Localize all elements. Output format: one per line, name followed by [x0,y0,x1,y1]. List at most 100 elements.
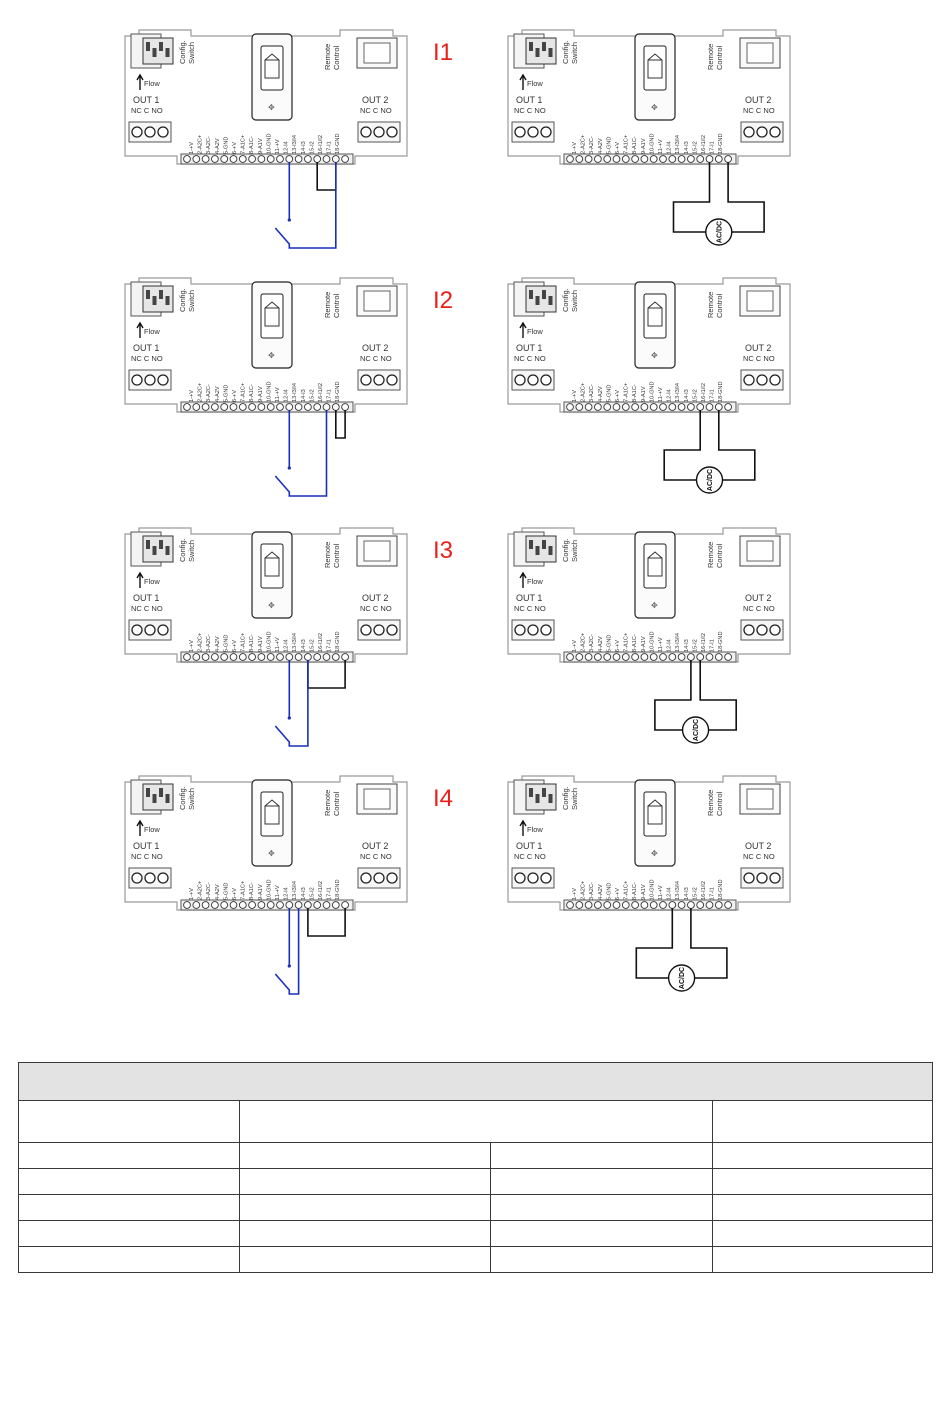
out2-contacts: NC C NO [360,106,392,115]
terminal-screw [705,155,714,163]
terminal-screw [285,653,294,661]
out2-contacts: NC C NO [743,852,775,861]
dip-switch-lever [165,794,170,803]
terminal-label: 2-A2C+ [198,135,204,154]
out2-label: OUT 2 [745,95,771,105]
config-switch-label: Switch [570,42,579,64]
config-switch-label: Switch [570,540,579,562]
terminal-label: 9-A1V [258,138,264,154]
out1-label: OUT 1 [133,343,159,353]
terminal-label: 14-I3 [301,639,307,652]
terminal-screw [201,653,210,661]
terminal-screw [238,653,247,661]
terminal-screw [294,155,303,163]
terminal-screw [313,403,322,411]
terminal-label: 5-GND [223,883,229,900]
flow-label: Flow [527,79,543,88]
switch-wire [274,660,309,747]
terminal-screw [257,653,266,661]
terminal-screw [331,155,340,163]
terminal-label: 2-A2C+ [198,383,204,402]
table-header-row [18,1100,933,1143]
flow-arrow-icon [136,571,144,588]
terminal-label: 9-A1V [641,138,647,154]
terminal-label: 3-A2C- [206,384,212,402]
flow-arrow-icon [136,73,144,90]
terminal-screw [257,403,266,411]
terminal-screw [276,403,284,411]
table-header-cell [18,1100,240,1143]
terminal-screw [659,653,667,661]
terminal-label: 2-A2C+ [198,633,204,652]
dip-switch-lever [146,290,150,299]
terminal-label: 16-I1/I2 [701,633,707,652]
table-cell [490,1194,713,1221]
remote-connector-port [363,42,391,64]
out2-contacts: NC C NO [743,106,775,115]
table-cell [239,1220,491,1247]
terminal-label: 5-GND [606,635,612,652]
remote-connector-port [746,788,774,810]
config-switch-label: Switch [187,788,196,810]
dip-switch-lever [159,540,163,549]
terminal-screw [211,155,219,163]
connector-slot [260,791,284,837]
terminal-screw [724,155,732,163]
terminal-screw [687,155,695,163]
terminal-screw [238,155,247,163]
sensor-label: AC/DC [716,221,723,243]
dip-switch-lever [529,290,533,299]
terminal-screw [621,155,630,163]
table-cell [712,1194,933,1221]
terminal-screw [714,901,723,909]
terminal-label: 15-I2 [309,389,315,402]
terminal-label: 10-GND [649,631,655,652]
config-switch-label: Config. [178,40,187,64]
out-terminal [144,624,156,636]
terminal-screw [229,653,238,661]
terminal-screw [266,901,275,909]
out1-label: OUT 1 [133,841,159,851]
terminal-screw [285,901,294,909]
terminal-label: 5-GND [223,137,229,154]
terminal-label: 11-+V [658,387,664,402]
out-terminal [131,374,143,386]
terminal-screw [584,155,593,163]
remote-control-label: Remote [323,542,332,568]
terminal-label: 13-I3/I4 [292,881,298,900]
terminal-screw [640,155,649,163]
out-terminal [756,126,768,138]
terminal-label: 4-A2V [215,884,221,900]
remote-control-label: Remote [706,542,715,568]
terminal-label: 6-+V [615,640,621,652]
terminal-screw [612,155,621,163]
out-terminal [131,624,143,636]
out-terminal [743,872,755,884]
out-terminal [360,624,372,636]
connector-slot [260,45,284,91]
dip-switch-lever [165,546,170,555]
terminal-screw [220,653,229,661]
terminal-screw [248,901,256,909]
terminal-screw [705,901,714,909]
terminal-screw [575,653,584,661]
terminal-label: 3-A2C- [589,882,595,900]
terminal-screw [322,653,331,661]
terminal-screw [331,901,340,909]
remote-control-label: Remote [323,790,332,816]
terminal-screw [248,653,256,661]
terminal-screw [621,653,630,661]
dip-switch-lever [159,788,163,797]
connector-slot [643,293,667,339]
terminal-label: 1-+V [189,888,195,900]
dip-switch-lever [542,290,546,299]
out-terminal [756,624,768,636]
remote-control-label: Remote [323,292,332,318]
connector-mark: ✥ [268,601,275,610]
out1-label: OUT 1 [516,343,542,353]
out-terminal [157,374,169,386]
config-switch-label: Config. [178,288,187,312]
terminal-screw [201,901,210,909]
dip-switch-lever [152,296,157,305]
